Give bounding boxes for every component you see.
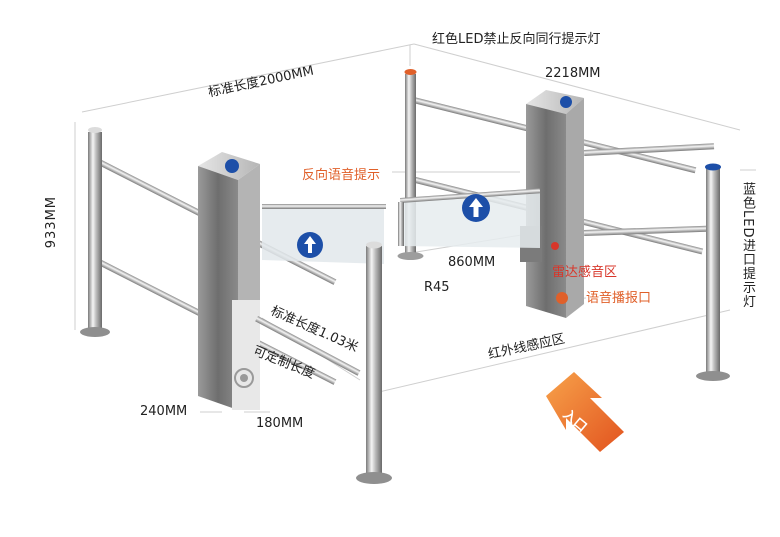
up-arrow-icon-front xyxy=(304,236,316,253)
depth-240-label: 240MM xyxy=(140,404,188,419)
front-cabinet-blue-led xyxy=(225,159,239,173)
right-cabinet-blue-led xyxy=(560,96,572,108)
radar-sensor-icon xyxy=(551,242,559,250)
radar-zone-label: 雷达感音区 xyxy=(552,265,618,280)
blue-led-label: 蓝色LED进口提示灯 xyxy=(740,182,755,309)
reverse-voice-label: 反向语音提示 xyxy=(302,168,381,183)
speaker-port-icon xyxy=(556,292,568,304)
front-post xyxy=(366,246,382,476)
depth-180-label: 180MM xyxy=(256,416,304,431)
front-rails xyxy=(255,241,392,484)
front-swing-gate xyxy=(262,204,386,264)
right-cabinet xyxy=(520,90,584,318)
speaker-port-label: 语音播报口 xyxy=(586,291,652,306)
red-led-prompt-label: 红色LED禁止反向同行提示灯 xyxy=(432,32,601,47)
front-cabinet xyxy=(198,152,260,410)
entrance-arrow-icon xyxy=(546,372,624,452)
speaker-grille-icon xyxy=(234,368,254,388)
width-860-label: 860MM xyxy=(448,255,496,270)
right-rails xyxy=(584,143,730,381)
red-led-lamp xyxy=(404,69,417,75)
left-post xyxy=(88,132,102,328)
right-post xyxy=(706,168,720,374)
r45-label: R45 xyxy=(424,280,450,295)
width-2218-label: 2218MM xyxy=(545,66,601,81)
back-swing-gate xyxy=(398,188,541,248)
back-post xyxy=(405,74,416,254)
up-arrow-icon xyxy=(469,198,483,217)
height-933-label: 933MM xyxy=(44,196,59,249)
blue-led-lamp xyxy=(705,163,721,171)
